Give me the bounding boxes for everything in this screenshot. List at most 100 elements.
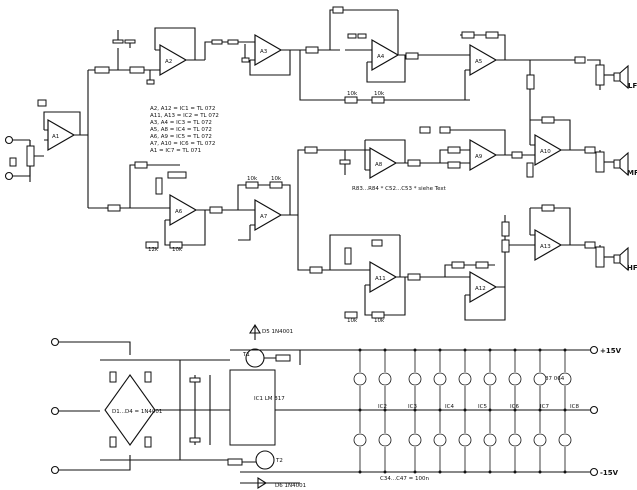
capacitor-lower-5 <box>458 433 472 447</box>
capacitor-upper-9 <box>558 372 572 386</box>
junction-dot <box>438 408 442 412</box>
opamp-a10-label: A10 <box>540 149 551 155</box>
note-see-text: R83...R84 * C52...C53 * siehe Text <box>352 186 447 192</box>
junction-dot <box>563 470 567 474</box>
input-terminal-bottom[interactable] <box>4 171 14 181</box>
rail-ic3: IC3 <box>408 404 417 410</box>
junction-dot <box>358 470 362 474</box>
capacitor-lower-7 <box>508 433 522 447</box>
ac-terminal-1[interactable] <box>50 337 60 347</box>
opamp-a6 <box>169 193 198 227</box>
diode-d5 <box>249 323 261 334</box>
svg-text:10k: 10k <box>247 176 258 182</box>
opamp-a7 <box>254 198 283 232</box>
minus-15v-terminal[interactable] <box>589 467 599 477</box>
rail-ic5: IC5 <box>478 404 487 410</box>
opamp-a4 <box>371 38 400 72</box>
junction-dot <box>383 408 387 412</box>
rail-ic4: IC4 <box>445 404 454 410</box>
capacitor-upper-7 <box>508 372 522 386</box>
rail-ic6: IC6 <box>510 404 519 410</box>
capacitor-upper-5 <box>458 372 472 386</box>
capacitor-upper-1 <box>353 372 367 386</box>
output-lf-label: LF <box>628 82 637 90</box>
capacitor-lower-8 <box>533 433 547 447</box>
capacitor-lower-6 <box>483 433 497 447</box>
ac-terminal-2[interactable] <box>50 406 60 416</box>
junction-dot <box>358 348 362 352</box>
ic-table-line-3: A3, A4 = IC3 = TL 072 <box>150 120 212 126</box>
opamp-a8-label: A8 <box>375 162 383 168</box>
opamp-a11-label: A11 <box>375 276 386 282</box>
junction-dot <box>513 408 517 412</box>
junction-dot <box>413 470 417 474</box>
junction-dot <box>538 348 542 352</box>
power-supply: D1...D4 = 1N4001 IC1 LM 317 T1 D5 1N4001… <box>50 323 622 489</box>
cap-note: C34...C47 = 100n <box>380 476 430 482</box>
rail-ic8: IC8 <box>570 404 579 410</box>
output-hf-label: HF <box>627 264 637 272</box>
rectifier-label: D1...D4 = 1N4001 <box>112 409 162 415</box>
transistor-t2 <box>255 450 275 470</box>
opamp-a9-label: A9 <box>475 154 483 160</box>
junction-dot <box>563 408 567 412</box>
ic-table-line-2: A11, A13 = IC2 = TL 072 <box>150 113 219 119</box>
bridge-rectifier <box>104 374 156 446</box>
junction-dot <box>538 470 542 474</box>
diode-d5-label: D5 1N4001 <box>262 329 293 335</box>
ic-table-line-5: A6, A9 = IC5 = TL 072 <box>150 134 212 140</box>
ground-terminal[interactable] <box>589 405 599 415</box>
input-section <box>4 135 44 182</box>
opamp-a9 <box>469 138 498 172</box>
capacitor-upper-4 <box>433 372 447 386</box>
diode-d6-label: D6 1N4001 <box>275 483 306 489</box>
figure-id: 87 064 <box>545 376 565 382</box>
opamp-a10 <box>534 133 563 167</box>
opamp-a7-label: A7 <box>260 214 268 220</box>
output-mf-label: MF <box>627 169 637 177</box>
t1-label: T1 <box>242 352 250 358</box>
opamp-a12 <box>469 270 498 304</box>
svg-text:10k: 10k <box>271 176 282 182</box>
ic-table-line-7: A1 = IC7 = TL 071 <box>150 148 201 154</box>
regulator-ic <box>229 369 276 446</box>
junction-dot <box>488 348 492 352</box>
opamp-a3-label: A3 <box>260 49 268 55</box>
decoupling-caps <box>353 348 572 474</box>
junction-dot <box>488 470 492 474</box>
input-potentiometer <box>26 145 35 167</box>
junction-dot <box>358 408 362 412</box>
opamp-a2 <box>159 43 188 77</box>
rail-ic7: IC7 <box>540 404 549 410</box>
ic-table-line-6: A7, A10 = IC6 = TL 072 <box>150 141 215 147</box>
junction-dot <box>463 408 467 412</box>
junction-dot <box>438 348 442 352</box>
junction-dot <box>563 348 567 352</box>
svg-text:10k: 10k <box>374 318 385 324</box>
junction-dot <box>413 408 417 412</box>
opamp-a12-label: A12 <box>475 286 486 292</box>
pos-supply-label: +15V <box>600 347 622 355</box>
input-terminal-top[interactable] <box>4 135 14 145</box>
opamp-a4-label: A4 <box>377 54 385 60</box>
regulator-label: IC1 LM 317 <box>254 396 285 402</box>
junction-dot <box>383 348 387 352</box>
capacitor-lower-1 <box>353 433 367 447</box>
capacitor-upper-8 <box>533 372 547 386</box>
capacitor-lower-2 <box>378 433 392 447</box>
junction-dot <box>513 470 517 474</box>
capacitor-upper-2 <box>378 372 392 386</box>
svg-text:12k: 12k <box>148 247 159 253</box>
svg-text:10k: 10k <box>172 247 183 253</box>
ac-terminal-3[interactable] <box>50 465 60 475</box>
rail-ic2: IC2 <box>378 404 387 410</box>
capacitor-lower-4 <box>433 433 447 447</box>
junction-dot <box>513 348 517 352</box>
plus-15v-terminal[interactable] <box>589 345 599 355</box>
junction-dot <box>463 348 467 352</box>
t2-label: T2 <box>275 458 283 464</box>
capacitor-lower-3 <box>408 433 422 447</box>
opamp-a5 <box>469 43 498 77</box>
